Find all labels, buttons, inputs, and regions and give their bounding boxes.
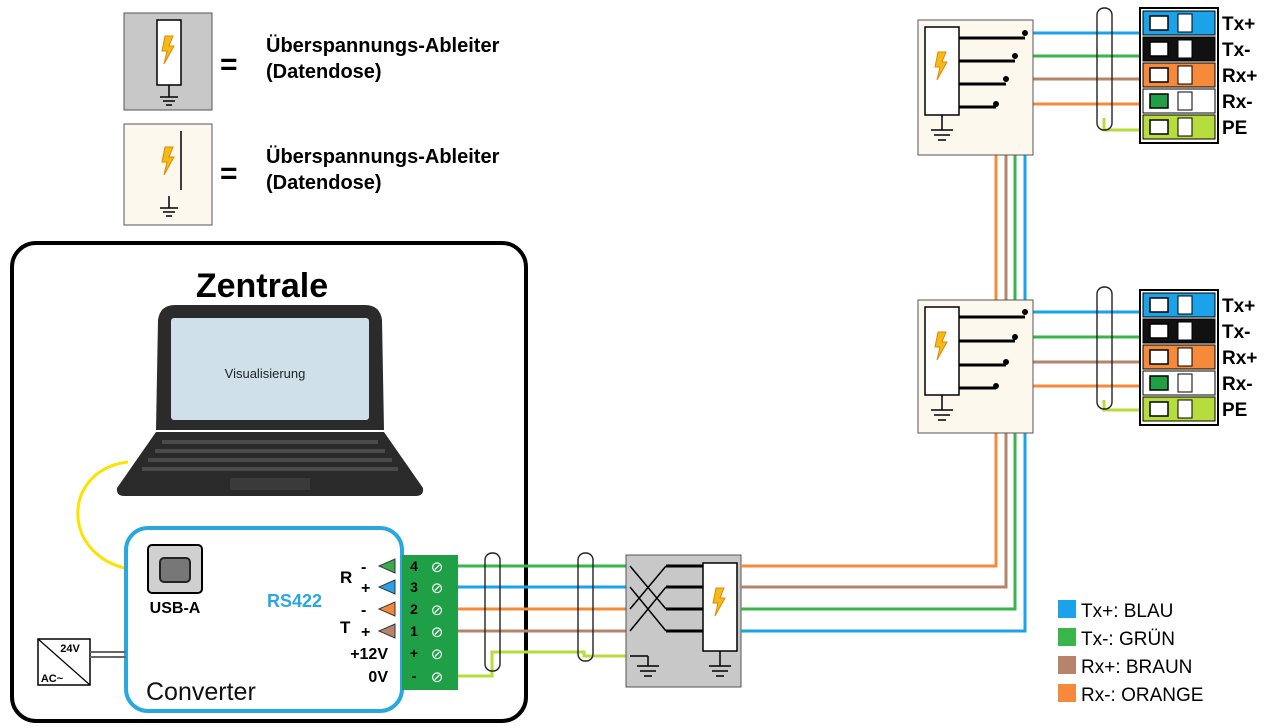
pin-sign: + <box>361 580 370 597</box>
terminal-label: PE <box>1222 400 1247 421</box>
cable-sleeve-bottom <box>1096 286 1113 410</box>
terminal-screw-icon: ⊘ <box>431 580 444 597</box>
pin-sign: + <box>361 624 370 641</box>
wire-color-legend: Tx+: BLAU Tx-: GRÜN Rx+: BRAUN Rx-: ORANGE <box>1058 600 1203 706</box>
cable-sleeve-2 <box>577 552 594 662</box>
station-arrester-top <box>917 19 1034 156</box>
pin-sign: - <box>361 559 366 576</box>
terminal-screw-icon: ⊘ <box>431 559 444 576</box>
legend-label: Rx-: ORANGE <box>1081 685 1203 706</box>
pin-arrow-icon <box>377 601 396 617</box>
legend-text-1b: (Datendose) <box>266 61 382 83</box>
terminal-label: Rx+ <box>1222 66 1257 87</box>
terminal-label: Tx- <box>1222 322 1251 343</box>
legend-label: Rx+: BRAUN <box>1081 657 1192 678</box>
terminal-label: Tx- <box>1222 40 1251 61</box>
legend-swatch <box>1058 628 1076 646</box>
pin-group-t: T <box>340 618 351 637</box>
legend-text-2a: Überspannungs-Ableiter <box>266 145 500 168</box>
psu-label-bottom: AC~ <box>41 673 64 685</box>
usb-cable <box>76 460 136 572</box>
wires-left <box>458 564 630 678</box>
usb-port-icon <box>147 544 203 594</box>
power-supply-icon <box>37 638 126 686</box>
pin-arrow-icon <box>377 623 396 639</box>
terminal-label: Tx+ <box>1222 296 1255 317</box>
terminal-number: 2 <box>410 601 418 617</box>
wires-right <box>741 31 1140 633</box>
main-surge-arrester <box>625 554 742 688</box>
rs422-label: RS422 <box>267 591 322 611</box>
pin-arrow-icon <box>377 579 396 595</box>
terminal-block <box>402 555 458 690</box>
terminal-connector-bottom: Tx+ Tx- Rx+ Rx- PE <box>1139 289 1257 426</box>
terminal-label: Tx+ <box>1222 14 1255 35</box>
legend-symbol-beige-arrester <box>123 123 213 226</box>
pin-sign: - <box>361 602 366 619</box>
terminal-screw-icon: ⊘ <box>431 602 444 619</box>
terminal-number: 1 <box>410 623 418 639</box>
legend-text-1a: Überspannungs-Ableiter <box>266 34 500 57</box>
psu-label-top: 24V <box>60 643 80 655</box>
terminal-label: Rx- <box>1222 92 1253 113</box>
station-arrester-bottom <box>917 299 1034 434</box>
zentrale-title: Zentrale <box>196 267 328 305</box>
terminal-connector-top: Tx+ Tx- Rx+ Rx- PE <box>1139 7 1257 144</box>
pin-group-r: R <box>340 568 352 587</box>
cable-sleeve-1 <box>484 552 501 672</box>
usb-label: USB-A <box>150 600 201 617</box>
terminal-label: Rx+ <box>1222 348 1257 369</box>
cable-sleeve-top <box>1096 7 1113 131</box>
legend-swatch <box>1058 684 1076 702</box>
legend-label: Tx-: GRÜN <box>1081 629 1175 650</box>
pin-name: 0V <box>368 669 388 686</box>
legend-swatch <box>1058 656 1076 674</box>
terminal-number: 4 <box>410 558 418 574</box>
legend-equals-1: = <box>220 48 238 81</box>
laptop-screen-label: Visualisierung <box>225 366 306 381</box>
pin-name: +12V <box>350 646 388 663</box>
terminal-number: + <box>410 645 418 661</box>
legend-symbol-grey-arrester <box>123 12 213 111</box>
terminal-label: Rx- <box>1222 374 1253 395</box>
terminal-number: - <box>412 668 417 684</box>
legend-label: Tx+: BLAU <box>1081 601 1173 622</box>
terminal-screw-icon: ⊘ <box>431 646 444 663</box>
terminal-screw-icon: ⊘ <box>431 624 444 641</box>
converter-label: Converter <box>146 678 256 706</box>
legend-swatch <box>1058 600 1076 618</box>
terminal-label: PE <box>1222 118 1247 139</box>
legend-text-2b: (Datendose) <box>266 172 382 194</box>
laptop-icon <box>116 305 424 496</box>
converter-pins: - + - + +12V 0V <box>350 558 396 686</box>
terminal-screw-icon: ⊘ <box>431 669 444 686</box>
terminal-number: 3 <box>410 579 418 595</box>
pin-arrow-icon <box>377 558 396 574</box>
legend-equals-2: = <box>220 157 238 190</box>
